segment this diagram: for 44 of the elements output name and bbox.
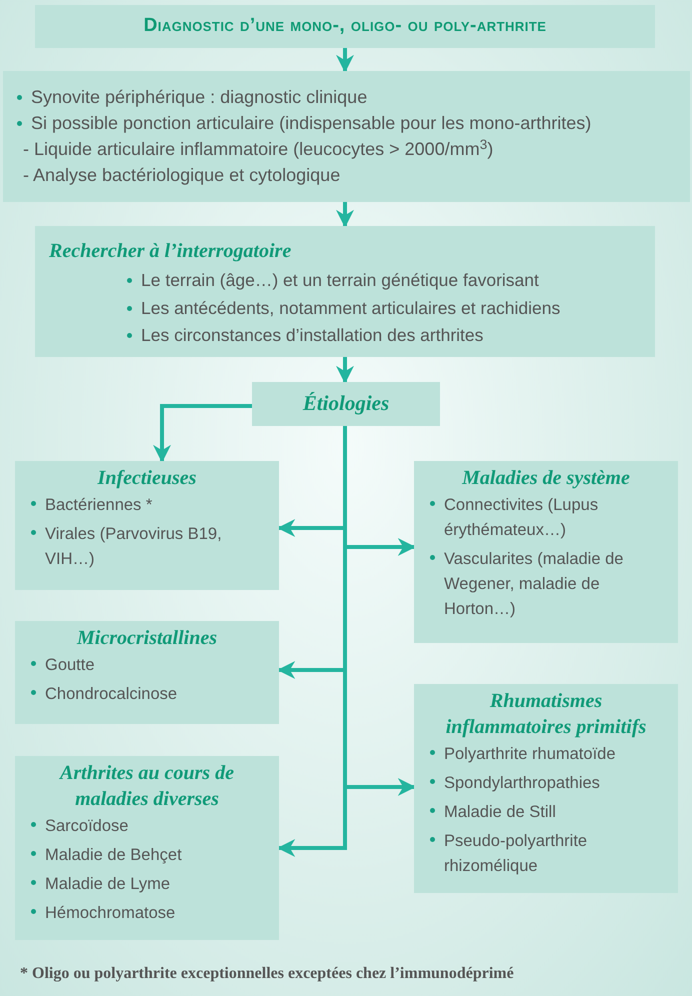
list-item: Maladie de Still [444, 802, 556, 823]
list-item: Chondrocalcinose [45, 684, 178, 705]
arrow [277, 426, 347, 857]
footnote: * Oligo ou polyarthrite exceptionnelles exceptées chez l’immunodéprimé [20, 964, 514, 984]
list-item: Virales (Parvovirus B19, VIH…) [45, 524, 223, 570]
arrow [336, 357, 354, 384]
list-item: Polyarthrite rhumatoïde [444, 744, 616, 765]
info-box [15, 756, 279, 940]
info-box [414, 461, 678, 643]
box-heading: Arthrites au cours de maladies diverses [58, 761, 235, 812]
list-item: Goutte [45, 655, 95, 676]
list-item: - Analyse bactériologique et cytologique [22, 164, 340, 188]
list-item: Synovite périphérique : diagnostic clinique [31, 86, 368, 109]
arrow [336, 202, 354, 228]
title-heading: Diagnostic d’une mono-, oligo- ou poly-arthrite [144, 14, 546, 38]
box-heading: Microcristallines [76, 626, 218, 651]
list-item: - Liquide articulaire inflammatoire (leucocytes > 2000/mm$^{3}$) [22, 138, 494, 162]
category-box [252, 382, 440, 426]
box-heading: Maladies de système [460, 466, 631, 491]
title-box [35, 5, 655, 48]
box-heading: Étiologies [302, 390, 390, 418]
list-item: Bactériennes * [45, 495, 152, 516]
arrow [153, 404, 252, 463]
arrow [336, 48, 354, 73]
list-item: Hémochromatose [45, 903, 176, 924]
box-heading: Infectieuses [96, 466, 198, 491]
list-item: Pseudo-polyarthrite rhizomélique [444, 831, 588, 877]
list-item: Spondylarthropathies [444, 773, 600, 794]
box-heading: Rechercher à l’interrogatoire [49, 238, 292, 264]
info-box [414, 684, 678, 893]
info-box [3, 71, 690, 202]
list-item: Les antécédents, notamment articulaires et rachidiens [141, 296, 560, 319]
list-item: Si possible ponction articulaire (indispensable pour les mono-arthrites) [31, 112, 592, 135]
list-item: Le terrain (âge…) et un terrain génétique favorisant [141, 268, 539, 291]
list-item: Maladie de Behçet [45, 845, 182, 866]
info-box [15, 461, 279, 590]
info-box [15, 621, 279, 724]
list-item: Les circonstances d’installation des arthrites [141, 324, 484, 346]
box-heading: Rhumatismes inflammatoires primitifs [444, 689, 648, 740]
list-item: Maladie de Lyme [45, 874, 170, 895]
list-item: Vascularites (maladie de Wegener, maladie de Horton…) [444, 549, 624, 620]
info-box [35, 226, 655, 357]
list-item: Sarcoïdose [45, 816, 128, 837]
list-item: Connectivites (Lupus érythémateux…) [444, 495, 600, 541]
